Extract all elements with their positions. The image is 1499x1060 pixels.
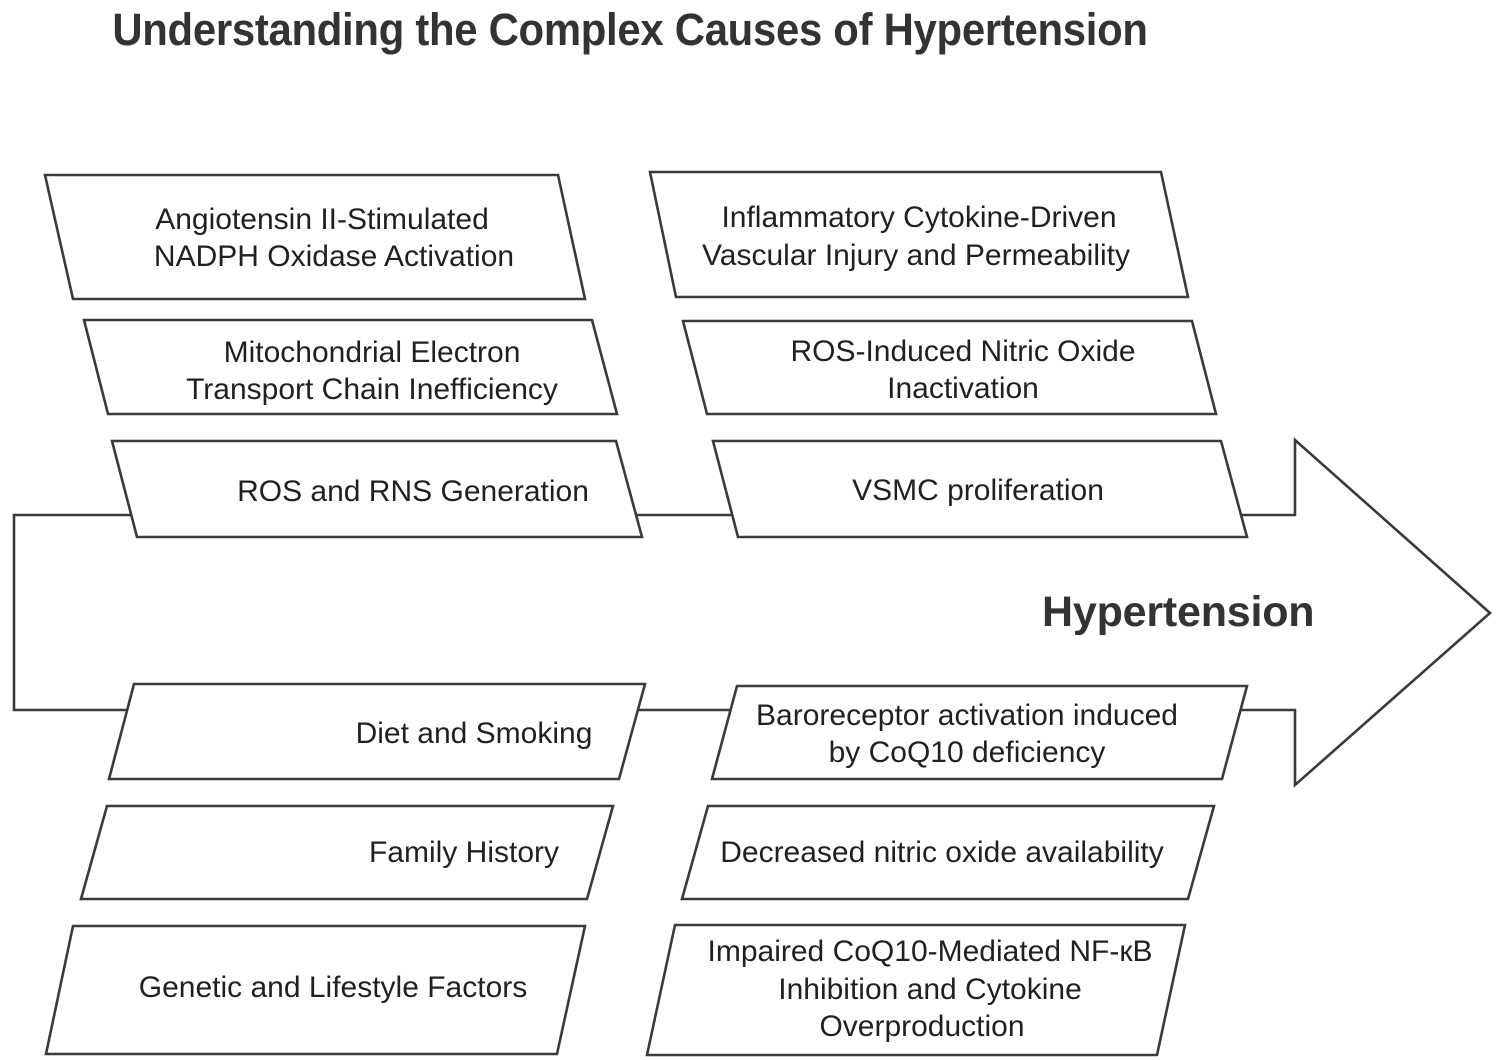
node-diet-smoking-line-1: Diet and Smoking bbox=[356, 717, 593, 750]
node-angiotensin-line-1: Angiotensin II-Stimulated bbox=[155, 203, 489, 236]
node-decreased-no[interactable]: Decreased nitric oxide availability bbox=[680, 804, 1216, 901]
node-ros-no-inactivation-line-2: Inactivation bbox=[887, 372, 1039, 405]
node-vsmc-line-1: VSMC proliferation bbox=[852, 474, 1104, 507]
node-impaired-coq10-line-3: Overproduction bbox=[819, 1010, 1024, 1043]
node-ros-no-inactivation-line-1: ROS-Induced Nitric Oxide bbox=[790, 335, 1135, 368]
node-mitochondrial-line-1: Mitochondrial Electron bbox=[224, 336, 521, 369]
node-ros-rns[interactable]: ROS and RNS Generation bbox=[110, 439, 644, 539]
node-genetic-lifestyle-line-1: Genetic and Lifestyle Factors bbox=[139, 971, 528, 1004]
node-impaired-coq10-line-1: Impaired CoQ10-Mediated NF-кB bbox=[708, 935, 1153, 968]
node-family-history[interactable]: Family History bbox=[79, 804, 615, 901]
node-ros-no-inactivation[interactable]: ROS-Induced Nitric Oxide Inactivation bbox=[681, 319, 1218, 416]
node-vsmc[interactable]: VSMC proliferation bbox=[711, 439, 1249, 539]
node-family-history-line-1: Family History bbox=[369, 836, 559, 869]
node-ros-rns-line-1: ROS and RNS Generation bbox=[237, 475, 589, 508]
node-impaired-coq10-line-2: Inhibition and Cytokine bbox=[778, 973, 1082, 1006]
left-column-group: Angiotensin II-Stimulated NADPH Oxidase … bbox=[43, 173, 647, 1056]
node-angiotensin[interactable]: Angiotensin II-Stimulated NADPH Oxidase … bbox=[43, 173, 587, 301]
page-title: Understanding the Complex Causes of Hype… bbox=[112, 4, 1148, 55]
node-genetic-lifestyle[interactable]: Genetic and Lifestyle Factors bbox=[44, 924, 587, 1056]
node-inflammatory-cytokine-line-2: Vascular Injury and Permeability bbox=[702, 239, 1130, 272]
node-mitochondrial[interactable]: Mitochondrial Electron Transport Chain I… bbox=[82, 318, 619, 416]
node-angiotensin-line-2: NADPH Oxidase Activation bbox=[154, 240, 514, 273]
node-baroreceptor[interactable]: Baroreceptor activation induced by CoQ10… bbox=[710, 684, 1249, 781]
node-decreased-no-line-1: Decreased nitric oxide availability bbox=[720, 836, 1164, 869]
node-baroreceptor-line-1: Baroreceptor activation induced bbox=[756, 699, 1178, 732]
node-inflammatory-cytokine-line-1: Inflammatory Cytokine-Driven bbox=[721, 201, 1116, 234]
hypertension-outcome-label: Hypertension bbox=[1042, 588, 1315, 636]
node-inflammatory-cytokine[interactable]: Inflammatory Cytokine-Driven Vascular In… bbox=[648, 170, 1190, 299]
right-column-group: Inflammatory Cytokine-Driven Vascular In… bbox=[645, 170, 1249, 1057]
node-impaired-coq10[interactable]: Impaired CoQ10-Mediated NF-кB Inhibition… bbox=[645, 923, 1187, 1057]
node-diet-smoking[interactable]: Diet and Smoking bbox=[107, 682, 647, 781]
node-baroreceptor-line-2: by CoQ10 deficiency bbox=[829, 736, 1106, 769]
node-mitochondrial-line-2: Transport Chain Inefficiency bbox=[186, 373, 558, 406]
